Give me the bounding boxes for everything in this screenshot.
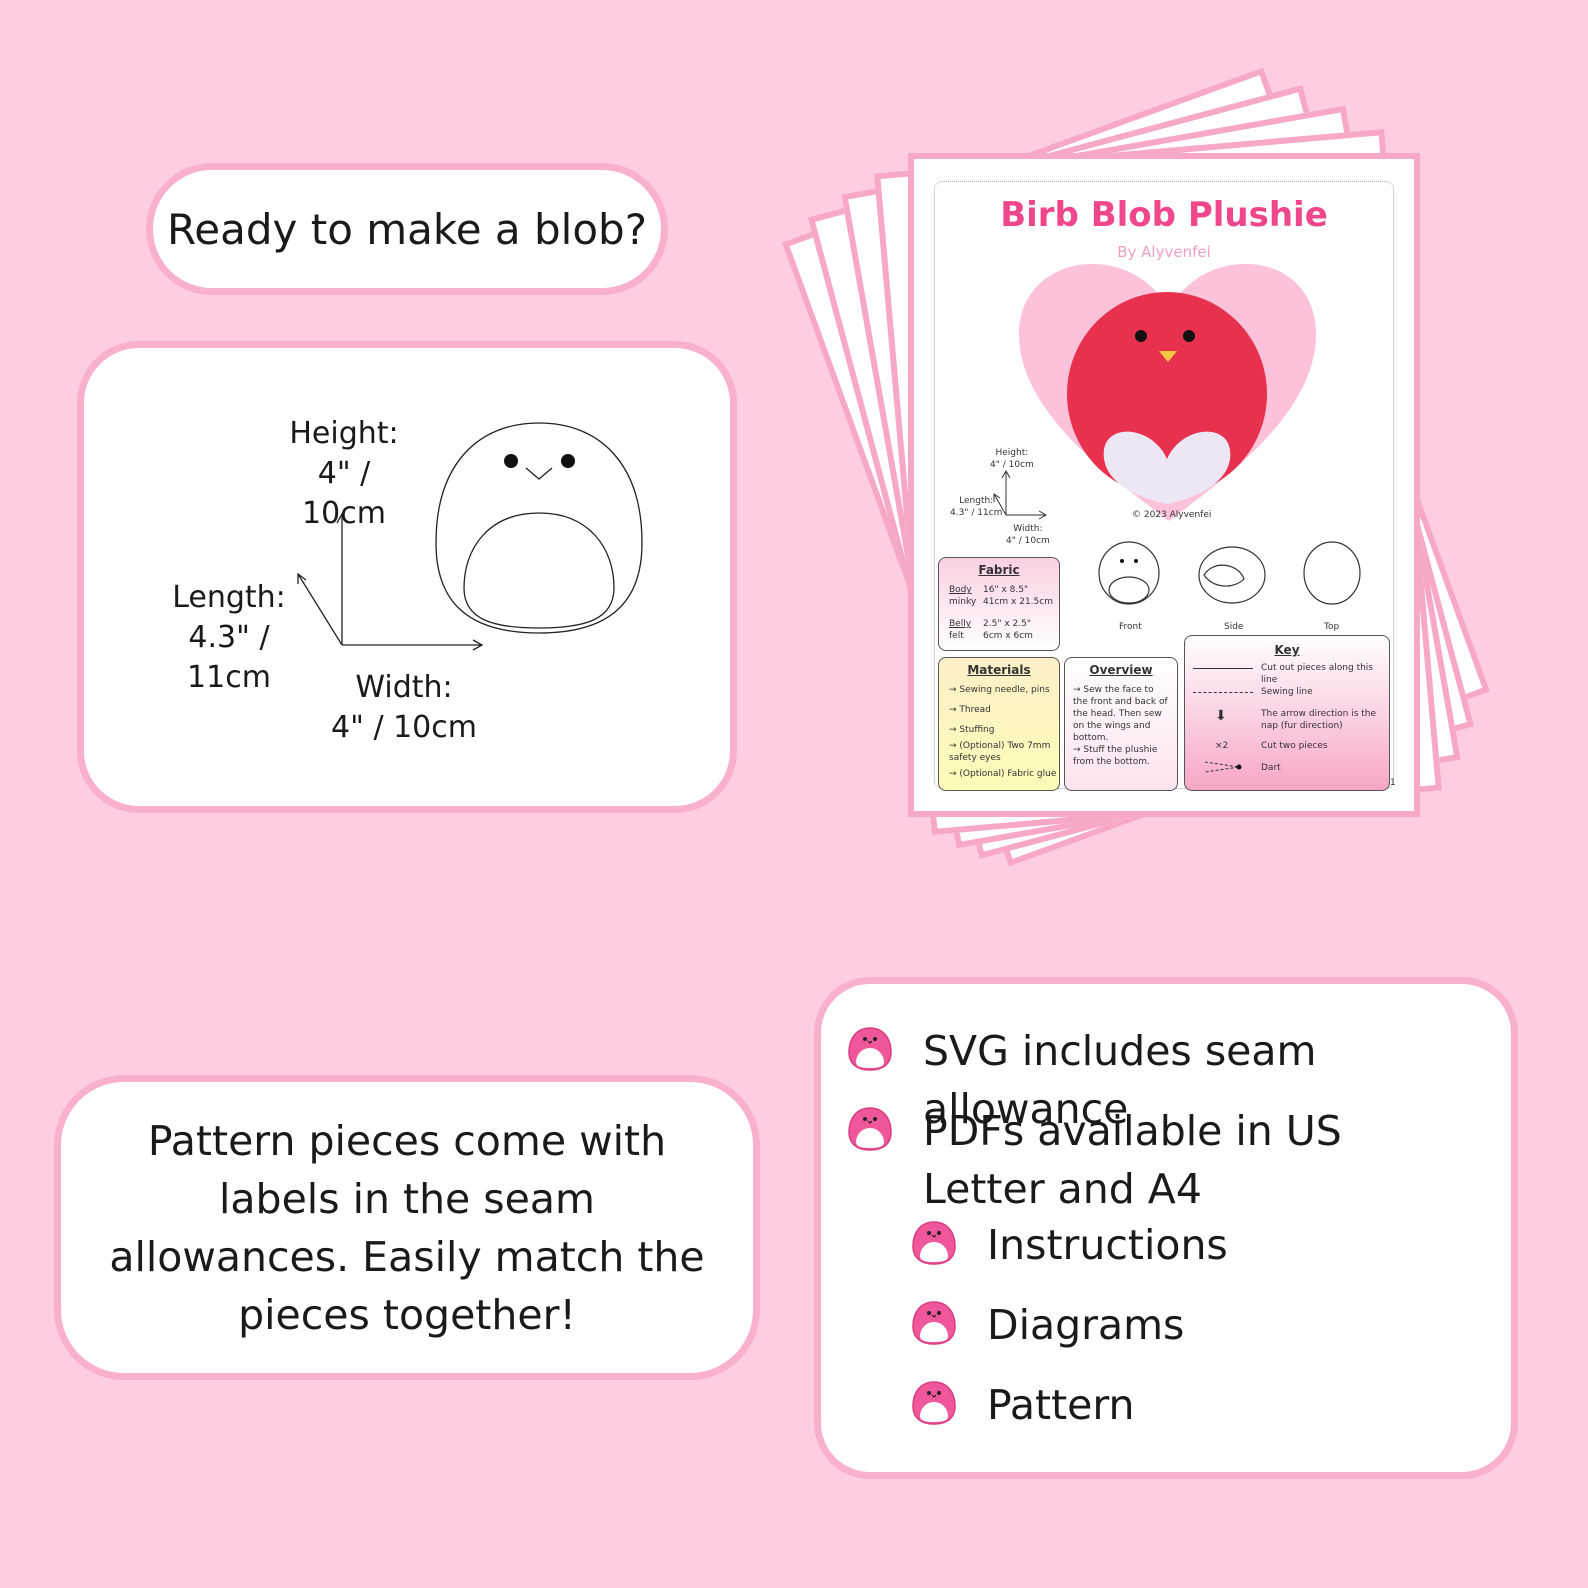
blob-eye-left [504, 454, 518, 468]
front-view [1098, 541, 1160, 605]
sewing-line-sample [1193, 692, 1253, 693]
doc-width: Width:4" / 10cm [1006, 524, 1050, 546]
length-label: Length:4.3" / 11cm [172, 580, 286, 695]
fabric-box: Fabric Body minky 16" x 8.5" 41cm x 21.5… [938, 557, 1060, 651]
blob-outline [435, 422, 643, 634]
view-top: Top [1324, 622, 1340, 632]
pattern-cover-page: Birb Blob Plushie By Alyvenfei Height:4"… [908, 153, 1420, 817]
length-axis [297, 573, 343, 646]
description-text: Pattern pieces come with labels in the s… [109, 1116, 705, 1339]
page-number: 1 [1390, 778, 1396, 788]
doc-length: Length:4.3" / 11cm [950, 496, 1003, 518]
feature-item: SVG includes seam allowance [845, 1022, 1511, 1138]
features-card: SVG includes seam allowance PDFs availab… [814, 977, 1518, 1479]
doc-illustration [993, 264, 1361, 605]
plush-eye-left [1135, 330, 1147, 342]
key-box: Key Cut out pieces along this line Sewin… [1184, 635, 1390, 791]
feature-item: PDFs available in US Letter and A4 [845, 1102, 1405, 1218]
nap-arrow-icon: ⬇ [1215, 708, 1227, 724]
blob-eye-right [561, 454, 575, 468]
plush-eye-right [1183, 330, 1195, 342]
dart-icon [1204, 761, 1242, 773]
blob-beak [525, 467, 553, 480]
blob-bullet-icon [909, 1218, 959, 1283]
sub-feature-item: Instructions [909, 1216, 1228, 1283]
doc-height: Height:4" / 10cm [990, 448, 1034, 470]
blob-bullet-icon [845, 1024, 895, 1089]
blob-bullet-icon [845, 1104, 895, 1169]
width-label: Width:4" / 10cm [331, 670, 477, 745]
description-card: Pattern pieces come with labels in the s… [54, 1075, 760, 1380]
blob-bullet-icon [909, 1298, 959, 1363]
blob-bullet-icon [909, 1378, 959, 1443]
top-view [1303, 541, 1361, 605]
doc-copyright: © 2023 Alyvenfei [1132, 510, 1212, 520]
cut-line-sample [1193, 668, 1253, 669]
plush-belly-heart [1103, 431, 1231, 504]
sub-feature-item: Diagrams [909, 1296, 1184, 1363]
overview-box: Overview → Sew the face to the front and… [1064, 657, 1178, 791]
view-front: Front [1119, 622, 1142, 632]
heading-pill: Ready to make a blob? [146, 163, 668, 295]
materials-box: Materials → Sewing needle, pins → Thread… [938, 657, 1060, 791]
sub-feature-item: Pattern [909, 1376, 1135, 1443]
doc-author: By Alyvenfei [1117, 243, 1211, 261]
heading-text: Ready to make a blob? [167, 204, 647, 254]
plush-beak [1159, 351, 1177, 362]
blob-dimension-diagram [297, 422, 643, 651]
blob-belly [463, 512, 615, 629]
dimensions-card: Height:4" / 10cm Length:4.3" / 11cm Widt… [77, 341, 737, 813]
height-label: Height:4" / 10cm [289, 416, 399, 531]
view-side: Side [1224, 622, 1244, 632]
doc-title: Birb Blob Plushie [1000, 195, 1328, 235]
side-view [1198, 546, 1266, 604]
